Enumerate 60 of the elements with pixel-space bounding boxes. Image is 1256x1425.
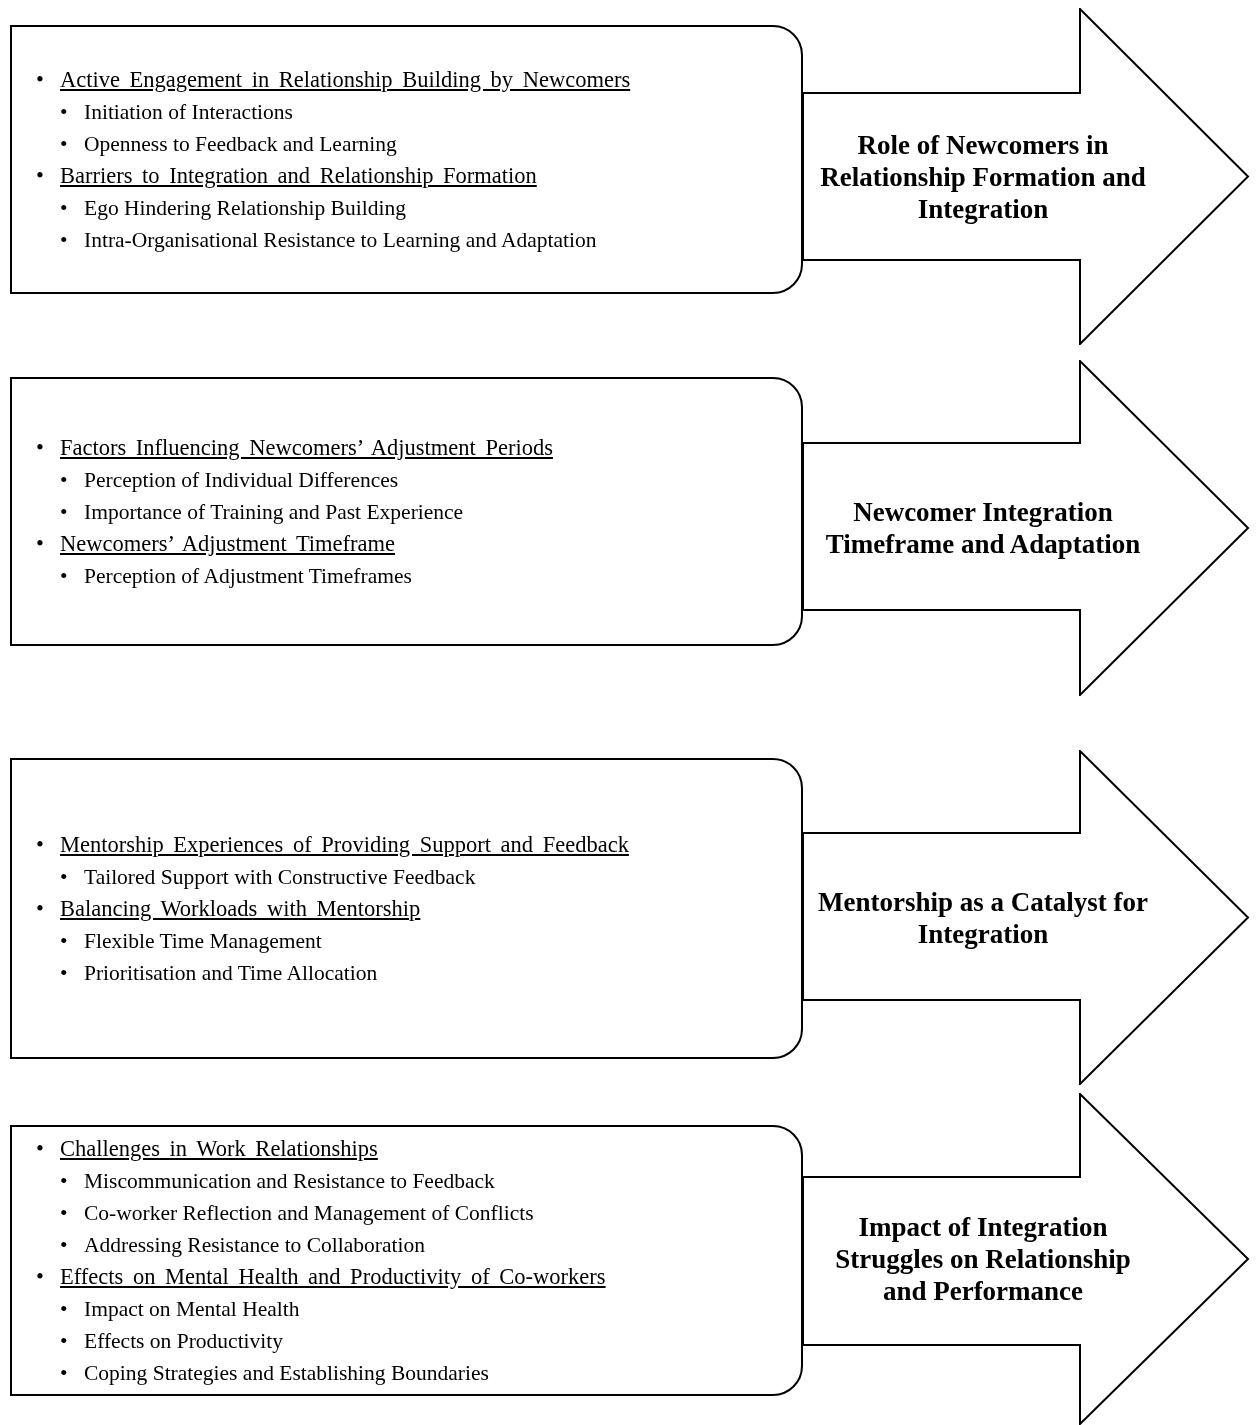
subtheme-item: Importance of Training and Past Experience	[84, 498, 464, 526]
bullet-marker: •	[36, 1262, 45, 1291]
theme-heading: Barriers to Integration and Relationship Formation	[60, 161, 537, 190]
bullet-marker: •	[60, 1199, 69, 1227]
theme-heading: Balancing Workloads with Mentorship	[60, 894, 421, 923]
bullet-marker: •	[60, 1327, 69, 1355]
arrow-label: Role of Newcomers in Relationship Formation and Integration	[819, 128, 1147, 225]
bullet-marker: •	[36, 1134, 45, 1163]
subtheme-item: Addressing Resistance to Collaboration	[84, 1231, 425, 1259]
bullet-marker: •	[36, 830, 45, 859]
bullet-marker: •	[60, 863, 69, 891]
bullet-marker: •	[60, 562, 69, 590]
subtheme-item: Coping Strategies and Establishing Boundaries	[84, 1359, 489, 1387]
subtheme-item: Co-worker Reflection and Management of Conflicts	[84, 1199, 534, 1227]
bullet-marker: •	[60, 1231, 69, 1259]
bullet-marker: •	[60, 226, 69, 254]
arrow-shape	[803, 360, 1250, 696]
subtheme-item: Perception of Adjustment Timeframes	[84, 562, 412, 590]
theme-heading: Challenges in Work Relationships	[60, 1134, 378, 1163]
bullet-marker: •	[60, 927, 69, 955]
theme-heading: Factors Influencing Newcomers’ Adjustment Periods	[60, 433, 553, 462]
bullet-marker: •	[60, 130, 69, 158]
bullet-marker: •	[60, 1295, 69, 1323]
bullet-marker: •	[36, 161, 45, 190]
subtheme-item: Intra-Organisational Resistance to Learning and Adaptation	[84, 226, 597, 254]
subtheme-item: Tailored Support with Constructive Feedback	[84, 863, 476, 891]
bullet-marker: •	[60, 466, 69, 494]
bullet-marker: •	[60, 1167, 69, 1195]
bullet-marker: •	[60, 194, 69, 222]
subtheme-item: Perception of Individual Differences	[84, 466, 399, 494]
subtheme-item: Effects on Productivity	[84, 1327, 284, 1355]
subtheme-item: Flexible Time Management	[84, 927, 322, 955]
subtheme-item: Initiation of Interactions	[84, 98, 293, 126]
bullet-marker: •	[60, 959, 69, 987]
bullet-marker: •	[36, 433, 45, 462]
rounded-box	[10, 1125, 803, 1396]
subtheme-item: Ego Hindering Relationship Building	[84, 194, 406, 222]
arrow-label: Impact of Integration Struggles on Relationship and Performance	[834, 1211, 1132, 1307]
theme-heading: Effects on Mental Health and Productivity of Co-workers	[60, 1262, 606, 1291]
bullet-marker: •	[36, 529, 45, 558]
bullet-marker: •	[36, 894, 45, 923]
bullet-marker: •	[36, 65, 45, 94]
subtheme-item: Prioritisation and Time Allocation	[84, 959, 378, 987]
arrow-label: Mentorship as a Catalyst for Integration	[817, 885, 1149, 950]
rounded-box	[10, 25, 803, 294]
theme-heading: Newcomers’ Adjustment Timeframe	[60, 529, 396, 558]
bullet-marker: •	[60, 98, 69, 126]
rounded-box	[10, 377, 803, 646]
bullet-marker: •	[60, 498, 69, 526]
theme-heading: Active Engagement in Relationship Building by Newcomers	[60, 65, 631, 94]
arrow-label: Newcomer Integration Timeframe and Adaptation	[824, 496, 1142, 560]
arrow-shape	[803, 1093, 1250, 1425]
rounded-box	[10, 758, 803, 1059]
arrow-shape	[803, 8, 1250, 345]
subtheme-item: Miscommunication and Resistance to Feedback	[84, 1167, 495, 1195]
arrow-shape	[803, 750, 1250, 1085]
theme-heading: Mentorship Experiences of Providing Support and Feedback	[60, 830, 629, 859]
bullet-marker: •	[60, 1359, 69, 1387]
subtheme-item: Impact on Mental Health	[84, 1295, 300, 1323]
subtheme-item: Openness to Feedback and Learning	[84, 130, 397, 158]
